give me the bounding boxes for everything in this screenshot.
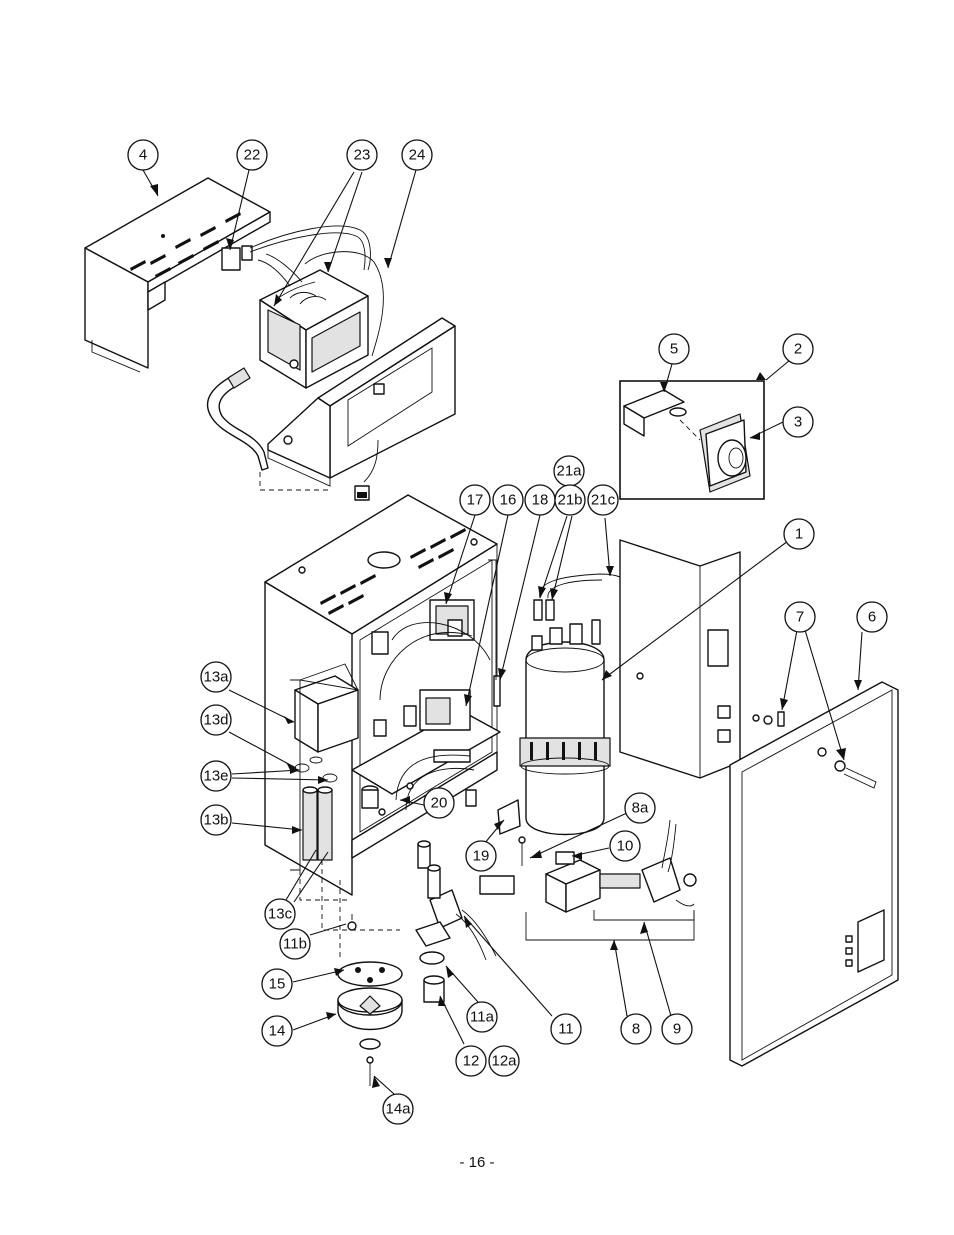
- svg-text:13d: 13d: [203, 712, 228, 729]
- callout-14a: 14a: [382, 1093, 414, 1125]
- front-bracket-part: [267, 317, 456, 501]
- svg-text:21b: 21b: [557, 492, 582, 509]
- callout-13e: 13e: [200, 760, 232, 792]
- callout-21b: 21b: [554, 484, 586, 516]
- svg-text:3: 3: [794, 414, 802, 431]
- svg-text:11: 11: [558, 1021, 574, 1038]
- svg-text:11a: 11a: [470, 1009, 495, 1026]
- svg-text:23: 23: [354, 147, 371, 164]
- callout-11a: 11a: [466, 1001, 498, 1033]
- callout-16: 16: [492, 484, 524, 516]
- callout-13d: 13d: [200, 704, 232, 736]
- callout-13c: 13c: [264, 898, 296, 930]
- callout-1: 1: [783, 518, 815, 550]
- svg-text:11b: 11b: [283, 936, 307, 953]
- svg-text:10: 10: [617, 838, 634, 855]
- callout-13a: 13a: [200, 661, 232, 693]
- svg-text:2: 2: [794, 341, 802, 358]
- callout-15: 15: [261, 968, 293, 1000]
- callout-21c: 21c: [587, 484, 619, 516]
- svg-text:15: 15: [269, 976, 286, 993]
- callout-12a: 12a: [488, 1045, 520, 1077]
- svg-text:12a: 12a: [491, 1053, 517, 1070]
- side-components-part: [290, 663, 400, 960]
- callout-24: 24: [401, 139, 433, 171]
- svg-text:8: 8: [632, 1021, 640, 1038]
- callout-20: 20: [423, 787, 455, 819]
- svg-text:19: 19: [473, 848, 490, 865]
- callout-12: 12: [455, 1045, 487, 1077]
- callout-22: 22: [236, 139, 268, 171]
- callout-19: 19: [465, 840, 497, 872]
- svg-text:17: 17: [467, 492, 484, 509]
- svg-text:7: 7: [796, 609, 804, 626]
- callout-3: 3: [782, 406, 814, 438]
- svg-text:20: 20: [431, 795, 448, 812]
- svg-text:22: 22: [244, 147, 261, 164]
- callout-18: 18: [524, 484, 556, 516]
- hose-part: [206, 367, 330, 491]
- contactor-box-part: [619, 380, 765, 500]
- callout-11b: 11b: [279, 928, 311, 960]
- callout-2: 2: [782, 333, 814, 365]
- svg-text:8a: 8a: [632, 800, 649, 817]
- side-panel-part: [619, 539, 741, 779]
- svg-text:4: 4: [139, 147, 147, 164]
- drain-valve-part: [337, 864, 497, 1086]
- callout-8: 8: [620, 1013, 652, 1045]
- svg-text:16: 16: [500, 492, 517, 509]
- callout-5: 5: [658, 333, 690, 365]
- arrowheads: [150, 184, 862, 1088]
- top-cover-part: [84, 177, 271, 373]
- svg-text:13c: 13c: [268, 906, 293, 923]
- callout-14: 14: [261, 1015, 293, 1047]
- steam-cylinder-part: [519, 573, 631, 836]
- control-module-part: [221, 225, 384, 389]
- svg-text:12: 12: [463, 1053, 480, 1070]
- callout-21a: 21a: [553, 455, 585, 487]
- svg-text:14a: 14a: [385, 1101, 411, 1118]
- callout-11: 11: [550, 1013, 582, 1045]
- callout-13b: 13b: [200, 804, 232, 836]
- callout-10: 10: [609, 830, 641, 862]
- svg-text:9: 9: [673, 1021, 681, 1038]
- svg-text:6: 6: [868, 609, 876, 626]
- svg-text:13b: 13b: [203, 812, 228, 829]
- callout-9: 9: [661, 1013, 693, 1045]
- callout-6: 6: [856, 601, 888, 633]
- svg-text:13e: 13e: [203, 768, 228, 785]
- svg-text:21c: 21c: [591, 492, 616, 509]
- svg-text:14: 14: [269, 1023, 286, 1040]
- svg-text:5: 5: [670, 341, 678, 358]
- callout-7: 7: [784, 601, 816, 633]
- svg-text:21a: 21a: [556, 463, 582, 480]
- callout-4: 4: [127, 139, 159, 171]
- svg-text:18: 18: [532, 492, 549, 509]
- front-door-part: [729, 681, 899, 1067]
- fill-valve-assembly-part: [479, 819, 697, 941]
- svg-text:24: 24: [409, 147, 426, 164]
- svg-text:13a: 13a: [203, 669, 229, 686]
- callout-17: 17: [459, 484, 491, 516]
- svg-text:1: 1: [795, 526, 803, 543]
- page-number: - 16 -: [459, 1154, 495, 1171]
- callout-8a: 8a: [624, 792, 656, 824]
- callout-23: 23: [346, 139, 378, 171]
